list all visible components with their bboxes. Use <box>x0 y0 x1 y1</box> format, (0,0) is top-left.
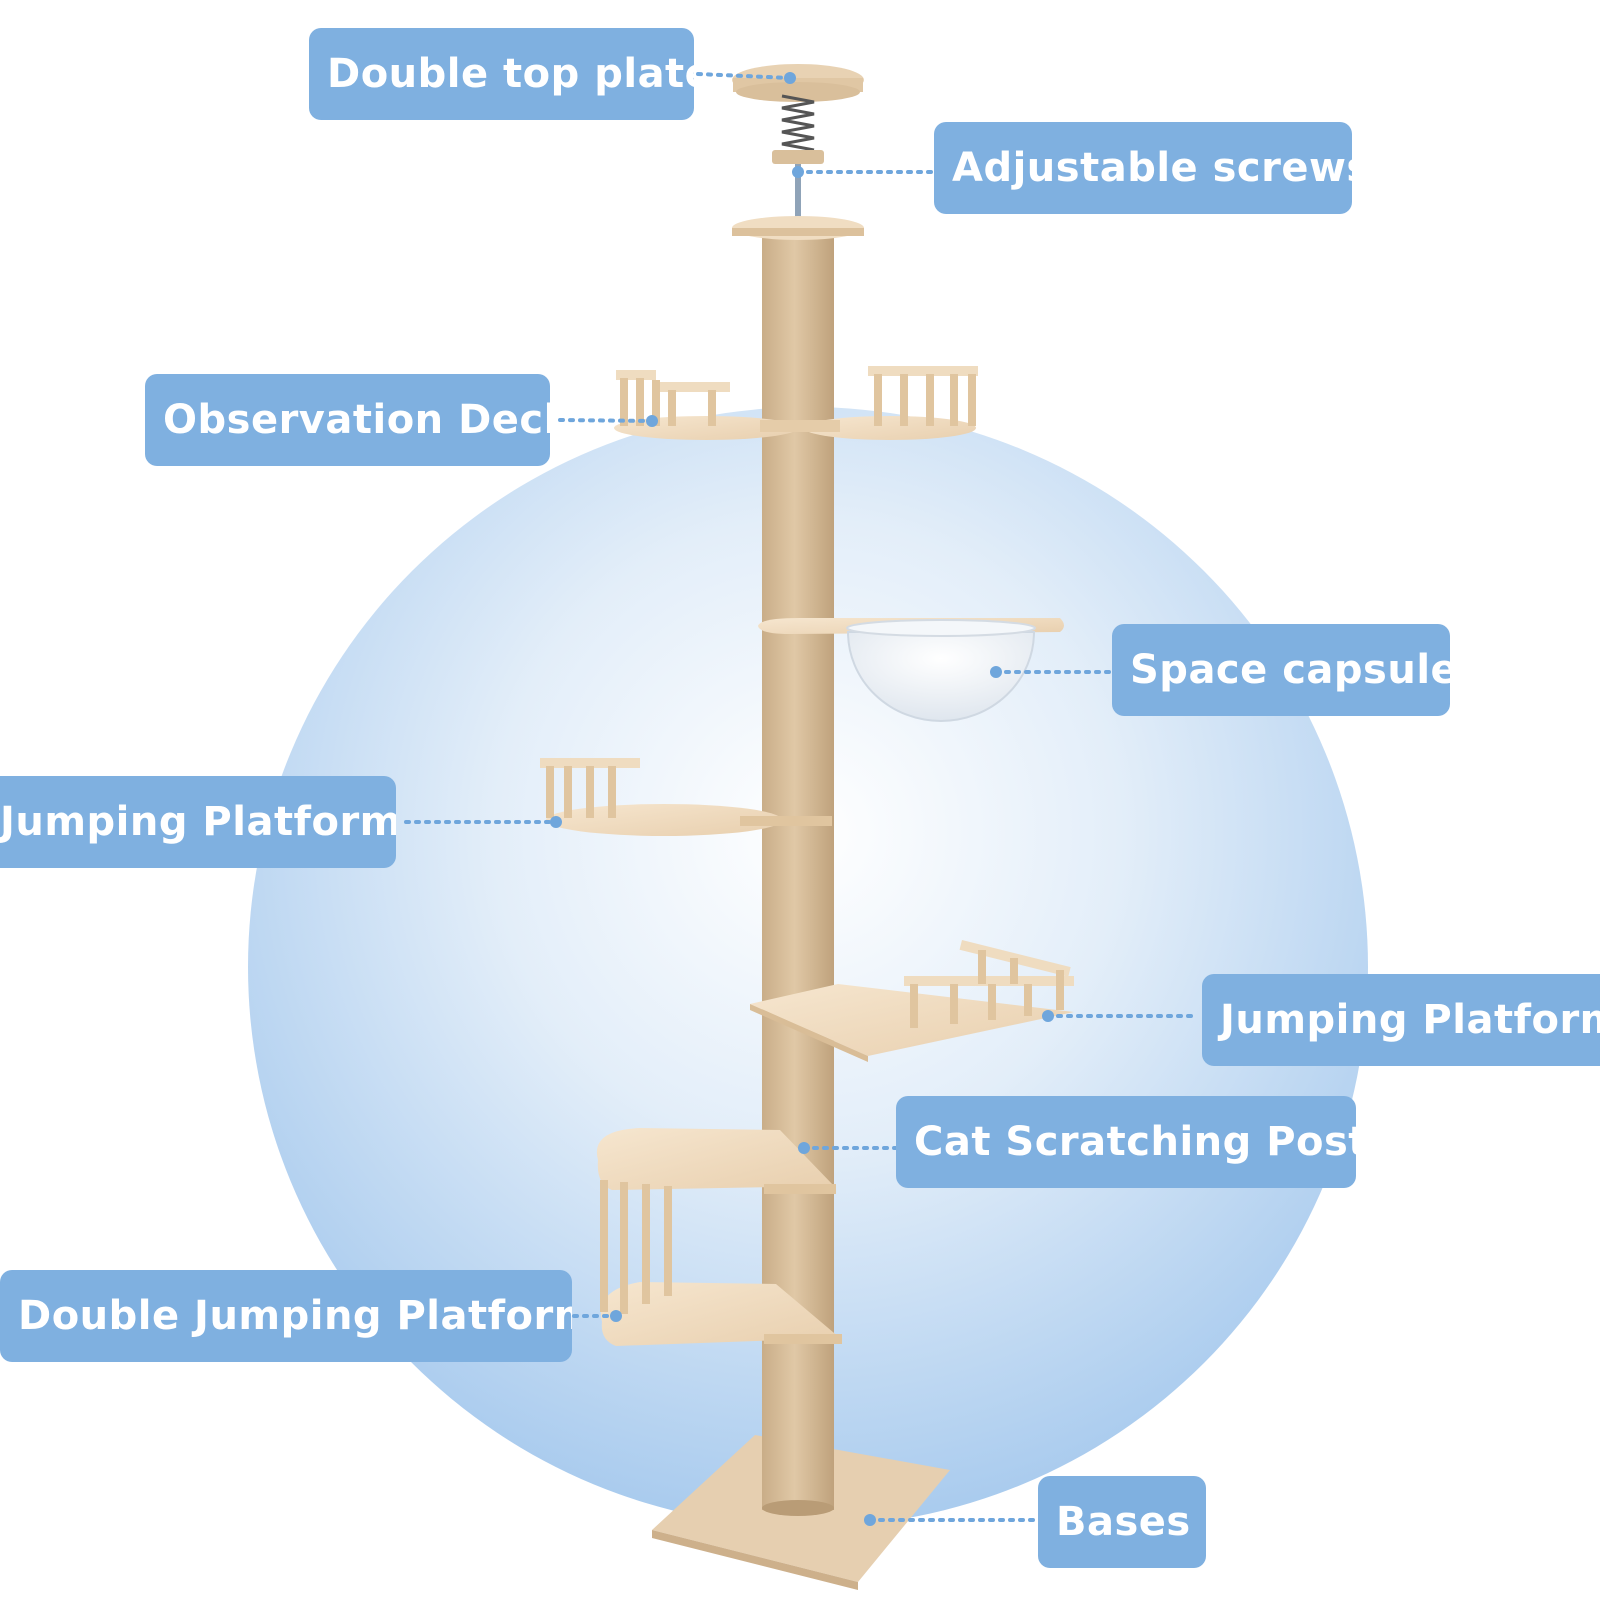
jumping-platform-left <box>540 758 832 836</box>
observation-deck <box>614 366 978 440</box>
label-double-jumping-platform: Double Jumping Platform <box>0 1270 572 1362</box>
label-observation-deck: Observation Deck <box>145 374 550 466</box>
leader-lines <box>404 72 1200 1526</box>
top-plate <box>732 64 864 102</box>
jumping-platform-right <box>750 939 1074 1062</box>
double-jumping-platform <box>596 1128 842 1346</box>
space-capsule <box>758 618 1064 722</box>
adjustable-screw <box>772 150 824 220</box>
label-bases: Bases <box>1038 1476 1206 1568</box>
label-adjustable-screws: Adjustable screws <box>934 122 1352 214</box>
label-jumping-platform-left: Jumping Platform <box>0 776 396 868</box>
label-jumping-platform-right: Jumping Platform <box>1202 974 1600 1066</box>
label-cat-scratching-post: Cat Scratching Post <box>896 1096 1356 1188</box>
label-double-top-plate: Double top plate <box>309 28 694 120</box>
post-top-plate <box>732 216 864 240</box>
spring <box>781 94 815 152</box>
label-space-capsule: Space capsule <box>1112 624 1450 716</box>
